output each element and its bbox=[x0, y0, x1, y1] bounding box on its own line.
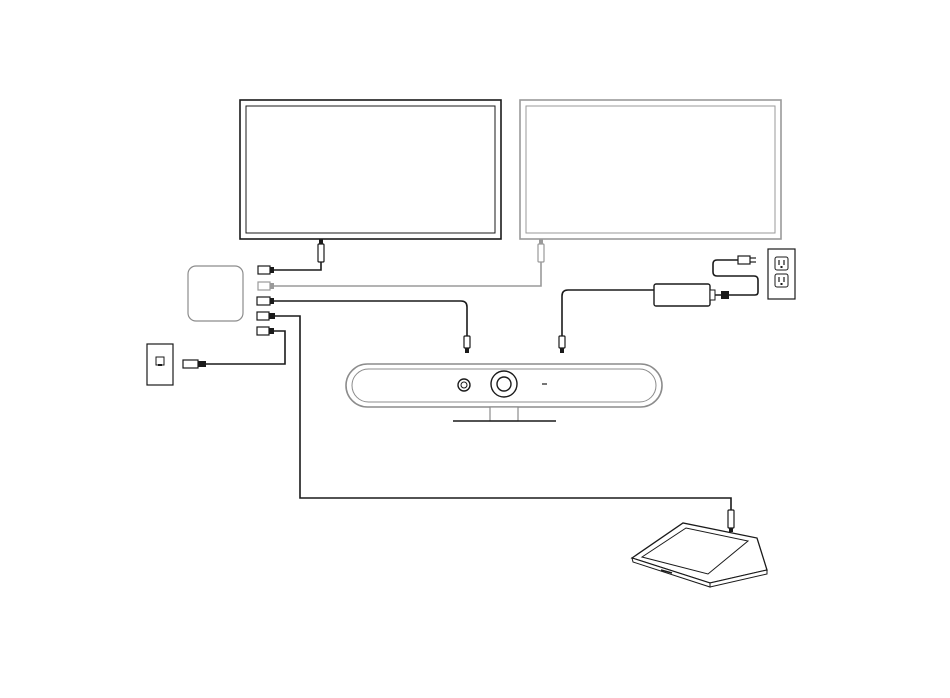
network-jack bbox=[147, 344, 173, 385]
ethernet-cable-network bbox=[183, 327, 285, 368]
sensor-icon bbox=[458, 379, 470, 391]
ethernet-cable-controller bbox=[257, 312, 734, 532]
camera-lens-icon bbox=[491, 371, 517, 397]
video-bar-stand bbox=[453, 407, 556, 421]
display-primary bbox=[240, 100, 501, 239]
video-bar bbox=[346, 364, 662, 421]
hdmi-cable-secondary bbox=[258, 239, 544, 290]
compute-box bbox=[188, 266, 243, 321]
wall-outlet bbox=[768, 249, 795, 299]
dc-power-cable bbox=[559, 290, 654, 353]
ac-power-cable bbox=[713, 256, 758, 299]
display-secondary bbox=[520, 100, 781, 239]
usb-cable-video-bar bbox=[257, 297, 470, 353]
power-adapter bbox=[654, 284, 715, 306]
hdmi-cable-primary bbox=[258, 239, 324, 274]
touch-controller bbox=[632, 523, 767, 587]
